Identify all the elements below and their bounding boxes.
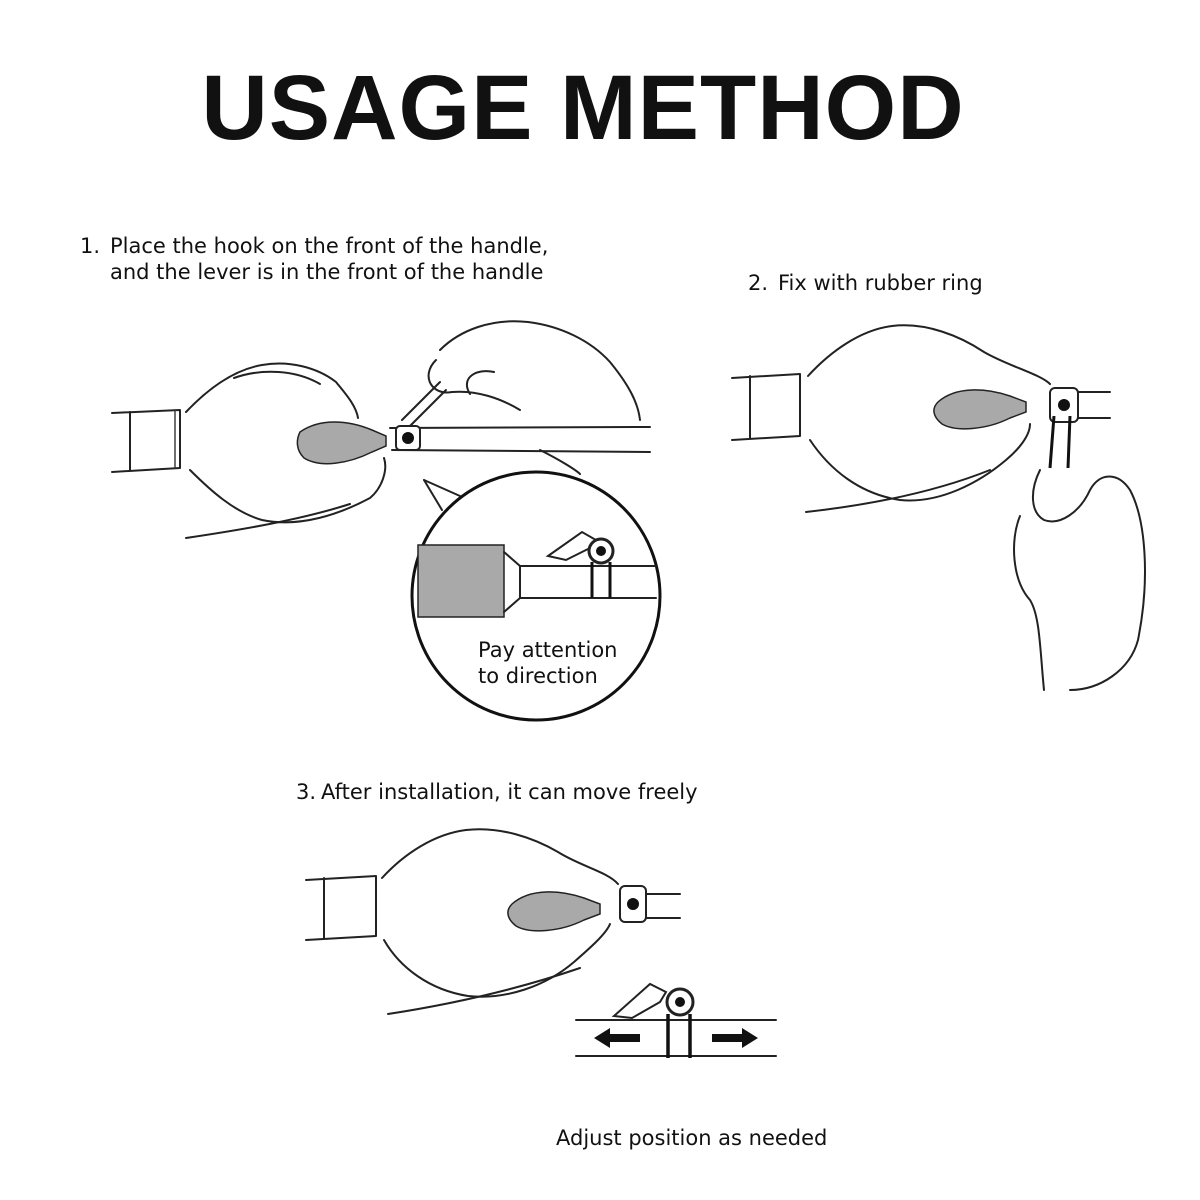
- callout-line-2: to direction: [478, 664, 598, 688]
- step-1-line-2: and the lever is in the front of the han…: [110, 260, 544, 284]
- arrow-right-icon: [712, 1028, 758, 1048]
- step-1-illustration: [111, 320, 662, 722]
- step-3-instruction: 3.After installation, it can move freely: [296, 779, 698, 805]
- callout-line-1: Pay attention: [478, 638, 618, 662]
- direction-callout: Pay attention to direction: [478, 637, 617, 689]
- step-3-number: 3.: [296, 780, 317, 804]
- arrow-left-icon: [594, 1028, 640, 1048]
- step-3-illustration: [305, 828, 777, 1058]
- step-2-number: 2.: [748, 271, 769, 295]
- step-2-instruction: 2. Fix with rubber ring: [748, 270, 983, 296]
- step-2-line-1: Fix with rubber ring: [778, 271, 983, 295]
- step-3-line-1: After installation, it can move freely: [321, 780, 698, 804]
- step-2-illustration: [731, 324, 1146, 691]
- step-1-instruction: 1. Place the hook on the front of the han…: [80, 233, 548, 285]
- step-1-line-1: Place the hook on the front of the handl…: [110, 234, 549, 258]
- adjust-caption: Adjust position as needed: [556, 1126, 828, 1150]
- step-1-number: 1.: [80, 234, 101, 258]
- page-title: USAGE METHOD: [201, 57, 965, 159]
